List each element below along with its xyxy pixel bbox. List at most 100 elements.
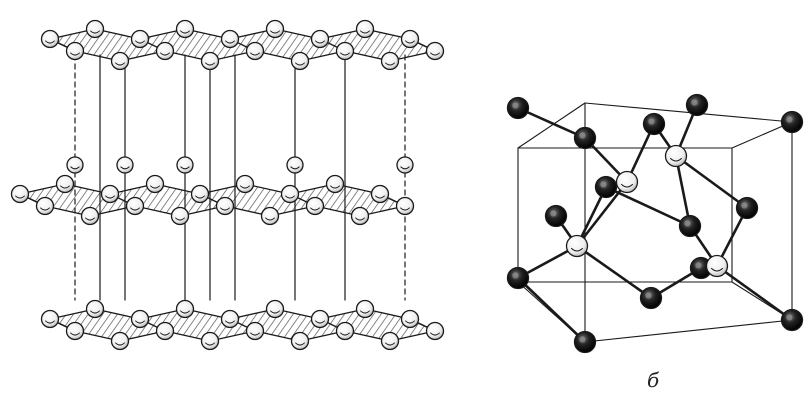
atom-shading [84, 217, 96, 221]
atom-sphere [130, 309, 150, 329]
atom-sphere [265, 19, 285, 39]
atom-sphere [780, 110, 804, 134]
atom [380, 331, 400, 351]
atom [780, 110, 804, 134]
atom [10, 184, 30, 204]
atom-shading [174, 217, 186, 221]
atom-shading [374, 195, 386, 199]
atom [664, 144, 688, 168]
atom-shading [239, 185, 251, 189]
atom-shading [224, 320, 236, 324]
atom [705, 254, 729, 278]
atom-sphere [130, 29, 150, 49]
atom-shading [179, 30, 191, 34]
atom-shading [359, 30, 371, 34]
atom-shading [384, 62, 396, 66]
atom [65, 41, 85, 61]
atom-highlight [691, 99, 698, 106]
atom-sphere [355, 299, 375, 319]
atom-sphere [305, 196, 325, 216]
atom-sphere [310, 29, 330, 49]
atom-sphere [66, 156, 84, 174]
atom-sphere [350, 206, 370, 226]
atom-sphere [170, 206, 190, 226]
atom-sphere [573, 126, 597, 150]
atom-sphere [245, 41, 265, 61]
atom [355, 19, 375, 39]
atom-shading [104, 195, 116, 199]
atom-sphere [544, 204, 568, 228]
atom-shading [314, 320, 326, 324]
atom-highlight [512, 272, 519, 279]
atom [125, 196, 145, 216]
atom-sphere [80, 206, 100, 226]
atom-sphere [370, 184, 390, 204]
atom-shading [180, 166, 190, 170]
atom [305, 196, 325, 216]
atom [290, 51, 310, 71]
atom-sphere [396, 156, 414, 174]
atom-shading [224, 40, 236, 44]
atom [735, 196, 759, 220]
atom-sphere [200, 51, 220, 71]
atom-sphere [705, 254, 729, 278]
atom [190, 184, 210, 204]
atom [639, 286, 663, 310]
atom-sphere [110, 51, 130, 71]
atom [100, 184, 120, 204]
atom-sphere [175, 19, 195, 39]
atom-sphere [506, 266, 530, 290]
atom-sphere [220, 29, 240, 49]
atom-sphere [310, 309, 330, 329]
bond-line [575, 244, 653, 300]
atom [155, 41, 175, 61]
atom-shading [44, 40, 56, 44]
atom-sphere [594, 175, 618, 199]
bond-line [584, 319, 793, 343]
atom-highlight [512, 102, 519, 109]
atom-sphere [425, 41, 445, 61]
atom-sphere [664, 144, 688, 168]
atom-sphere [65, 41, 85, 61]
atom [65, 321, 85, 341]
graphite-layer [49, 308, 436, 342]
atom-sphere [55, 174, 75, 194]
atom [170, 206, 190, 226]
atom-shading [429, 52, 441, 56]
atom-shading [570, 247, 584, 252]
atom [176, 156, 194, 174]
atom-highlight [645, 292, 652, 299]
atom-highlight [741, 202, 748, 209]
atom-shading [620, 183, 634, 188]
atom-shading [89, 30, 101, 34]
atom-sphere [116, 156, 134, 174]
atom [265, 19, 285, 39]
atom-sphere [685, 93, 709, 117]
panel-label-b: б [647, 368, 660, 392]
atom-sphere [40, 29, 60, 49]
atom-sphere [85, 19, 105, 39]
atom [780, 308, 804, 332]
atom-sphere [190, 184, 210, 204]
atom [85, 19, 105, 39]
atom [350, 206, 370, 226]
atom-shading [399, 207, 411, 211]
graphite-layer [49, 28, 436, 62]
atom [594, 175, 618, 199]
atom-shading [354, 217, 366, 221]
atom-sphere [642, 112, 666, 136]
atom-shading [69, 52, 81, 56]
atom-shading [249, 332, 261, 336]
bond-line [516, 244, 579, 280]
atom-shading [404, 320, 416, 324]
atom-sphere [290, 51, 310, 71]
bond-line [517, 102, 586, 149]
atom-shading [249, 52, 261, 56]
atom [200, 331, 220, 351]
atom-shading [339, 332, 351, 336]
atom-shading [269, 30, 281, 34]
atom [155, 321, 175, 341]
atom-sphere [235, 174, 255, 194]
atom-shading [114, 62, 126, 66]
